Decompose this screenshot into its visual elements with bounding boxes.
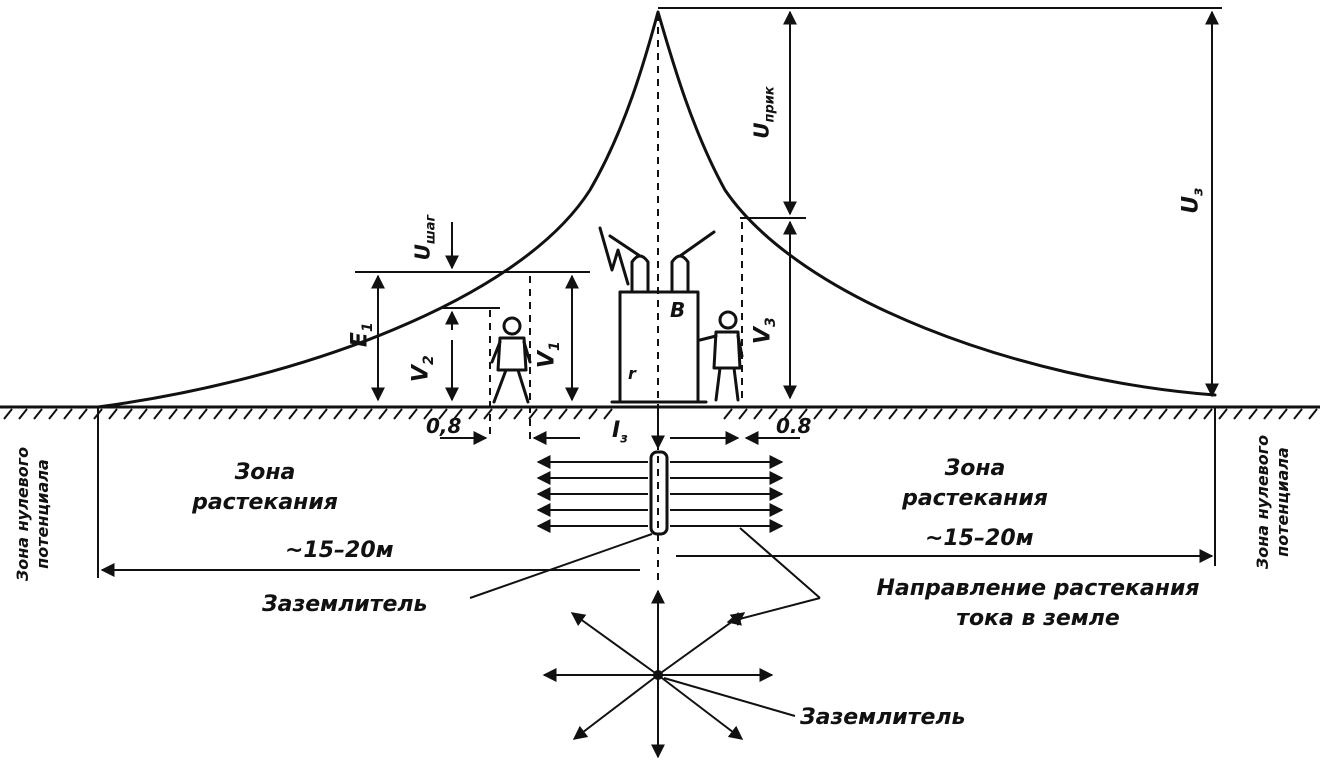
label-v2: V2 (408, 355, 438, 383)
label-electrode-1: Заземлитель (262, 592, 428, 617)
label-e1: E1 (347, 322, 377, 348)
direction-leader-a (739, 527, 821, 599)
direction-leader-b (726, 597, 821, 626)
label-b: В (670, 298, 686, 322)
electrode-rod (649, 450, 669, 536)
current-spread-arrows (536, 455, 784, 533)
potential-curve (96, 10, 1217, 409)
label-dist-right: 0.8 (776, 414, 812, 438)
label-iz: Iз (612, 418, 628, 447)
label-u-earth: Uз (1178, 187, 1207, 214)
zone-right-size: ~15–20м (925, 526, 1034, 551)
transformer (598, 226, 716, 404)
label-v1: V1 (534, 341, 564, 369)
ground-hatching (3, 408, 1318, 420)
label-dist-left: 0,8 (426, 414, 462, 438)
person-right (698, 310, 744, 402)
zone-left-size: ~15–20м (285, 538, 394, 563)
label-electrode-2: Заземлитель (800, 705, 966, 730)
label-v3: V3 (750, 317, 780, 345)
label-u-step: Uшаг (410, 214, 439, 261)
electrode-leader-1 (469, 533, 653, 599)
electrode-top-center (653, 670, 663, 680)
zero-zone-left: Зона нулевого потенциала (13, 446, 52, 582)
label-u-touch: Uприк (749, 86, 778, 139)
label-r: r (628, 364, 636, 383)
person-left (490, 316, 532, 404)
zero-zone-right: Зона нулевого потенциала (1253, 434, 1292, 570)
electrode-leader-2 (663, 677, 796, 717)
electrode-top-view (542, 589, 774, 759)
